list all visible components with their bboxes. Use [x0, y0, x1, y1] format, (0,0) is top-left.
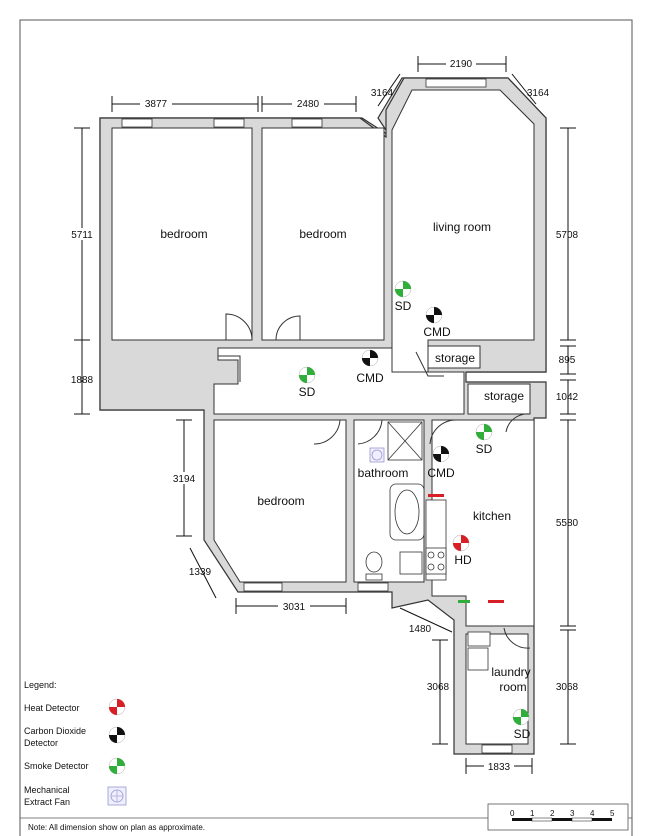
scale-bar: 0 1 2 3 4 5: [487, 803, 629, 831]
doors: [218, 313, 531, 649]
smoke-detector-icon: [394, 280, 412, 298]
dim-bay-left: 3164: [371, 88, 394, 99]
approximate-note: Note: All dimension show on plan as appr…: [28, 823, 205, 832]
co-detector-icon: [108, 726, 126, 744]
dimension-labels: 3877 2480 3164 2190 3164 5711 1888 5708 …: [68, 57, 579, 773]
dim-bay-top: 2190: [450, 59, 473, 70]
cmd-label: CMD: [423, 325, 451, 339]
legend-co-line1: Carbon Dioxide: [24, 726, 86, 736]
room-label-bathroom: bathroom: [358, 466, 409, 480]
bedroom2-area: [261, 127, 385, 341]
dim-laundry-diag: 1480: [409, 624, 432, 635]
smoke-detector-icon: [475, 423, 493, 441]
dim-top-left: 3877: [145, 99, 168, 110]
legend: Legend: Heat Detector Carbon Dioxide Det…: [24, 680, 127, 807]
window: [213, 118, 245, 128]
hd-label: HD: [454, 553, 472, 567]
cmd-label: CMD: [427, 466, 455, 480]
toilet: [365, 551, 383, 573]
laundry-sink: [467, 647, 489, 671]
cooktop: [425, 547, 447, 575]
scale-tick: 2: [550, 809, 555, 818]
dim-right-upper: 5708: [556, 230, 579, 241]
room-interiors: [111, 89, 535, 745]
room-label-living-room: living room: [433, 220, 491, 234]
scale-tick: 1: [530, 809, 535, 818]
co-detector-icon: [361, 349, 379, 367]
window: [121, 118, 153, 128]
scale-tick: 3: [570, 809, 575, 818]
room-label-bedroom: bedroom: [257, 494, 304, 508]
legend-heat: Heat Detector: [24, 703, 80, 713]
room-label-laundry: laundry: [491, 665, 530, 679]
room-label-storage: storage: [484, 389, 524, 403]
heat-detector-icon: [108, 698, 126, 716]
sd-label: SD: [299, 385, 316, 399]
smoke-detector-icon: [108, 757, 126, 775]
dim-bed3-height: 3194: [173, 474, 196, 485]
room-label-bedroom: bedroom: [299, 227, 346, 241]
smoke-detector-icon: [512, 708, 530, 726]
room-label-kitchen: kitchen: [473, 509, 511, 523]
counter-labels: [428, 494, 504, 603]
dim-right-mid2: 1042: [556, 392, 579, 403]
dim-bed3-width: 3031: [283, 602, 306, 613]
sd-label: SD: [514, 727, 531, 741]
sd-label: SD: [395, 299, 412, 313]
scale-tick: 0: [510, 809, 515, 818]
scale-tick: 5: [610, 809, 615, 818]
appliance: [467, 631, 491, 647]
legend-smoke: Smoke Detector: [24, 761, 89, 771]
detectors: SD CMD CMD SD SD CMD HD: [298, 280, 531, 741]
sd-label: SD: [476, 442, 493, 456]
dim-right-mid1: 895: [559, 355, 576, 366]
page-border: [19, 19, 633, 836]
legend-fan-line2: Extract Fan: [24, 797, 70, 807]
dim-left-lower: 1888: [71, 375, 94, 386]
hall-area: [213, 347, 465, 415]
dim-laundry-width: 1833: [488, 762, 511, 773]
storage1-area: [427, 345, 481, 369]
dim-bay-right: 3164: [527, 88, 550, 99]
window: [425, 78, 487, 88]
room-label-laundry-room: room: [499, 680, 526, 694]
room-labels: bedroom bedroom living room storage stor…: [160, 220, 530, 694]
co-detector-icon: [425, 306, 443, 324]
cmd-label: CMD: [356, 371, 384, 385]
window: [481, 744, 513, 754]
extract-fan-icon: [107, 786, 127, 806]
basin: [399, 551, 423, 575]
fixtures: [365, 421, 491, 671]
dim-left-upper: 5711: [71, 230, 93, 241]
dim-top-mid: 2480: [297, 99, 320, 110]
dimension-lines: [74, 56, 576, 774]
storage2-area: [467, 383, 531, 415]
dim-laundry-left: 3068: [427, 682, 450, 693]
legend-title: Legend:: [24, 680, 57, 690]
legend-co-line2: Detector: [24, 738, 58, 748]
windows: [121, 78, 513, 754]
kitchen-area: [431, 419, 535, 627]
scale-tick: 4: [590, 809, 595, 818]
window: [291, 118, 323, 128]
co-detector-icon: [432, 445, 450, 463]
heat-detector-icon: [452, 534, 470, 552]
window: [243, 582, 283, 592]
dim-laundry-right: 3068: [556, 682, 579, 693]
room-label-bedroom: bedroom: [160, 227, 207, 241]
legend-fan-line1: Mechanical: [24, 785, 70, 795]
smoke-detector-icon: [298, 366, 316, 384]
dim-bed3-diag: 1339: [189, 567, 212, 578]
dim-right-lower: 5580: [556, 518, 579, 529]
window: [357, 582, 389, 592]
room-label-storage: storage: [435, 351, 475, 365]
bedroom1-area: [111, 127, 253, 341]
